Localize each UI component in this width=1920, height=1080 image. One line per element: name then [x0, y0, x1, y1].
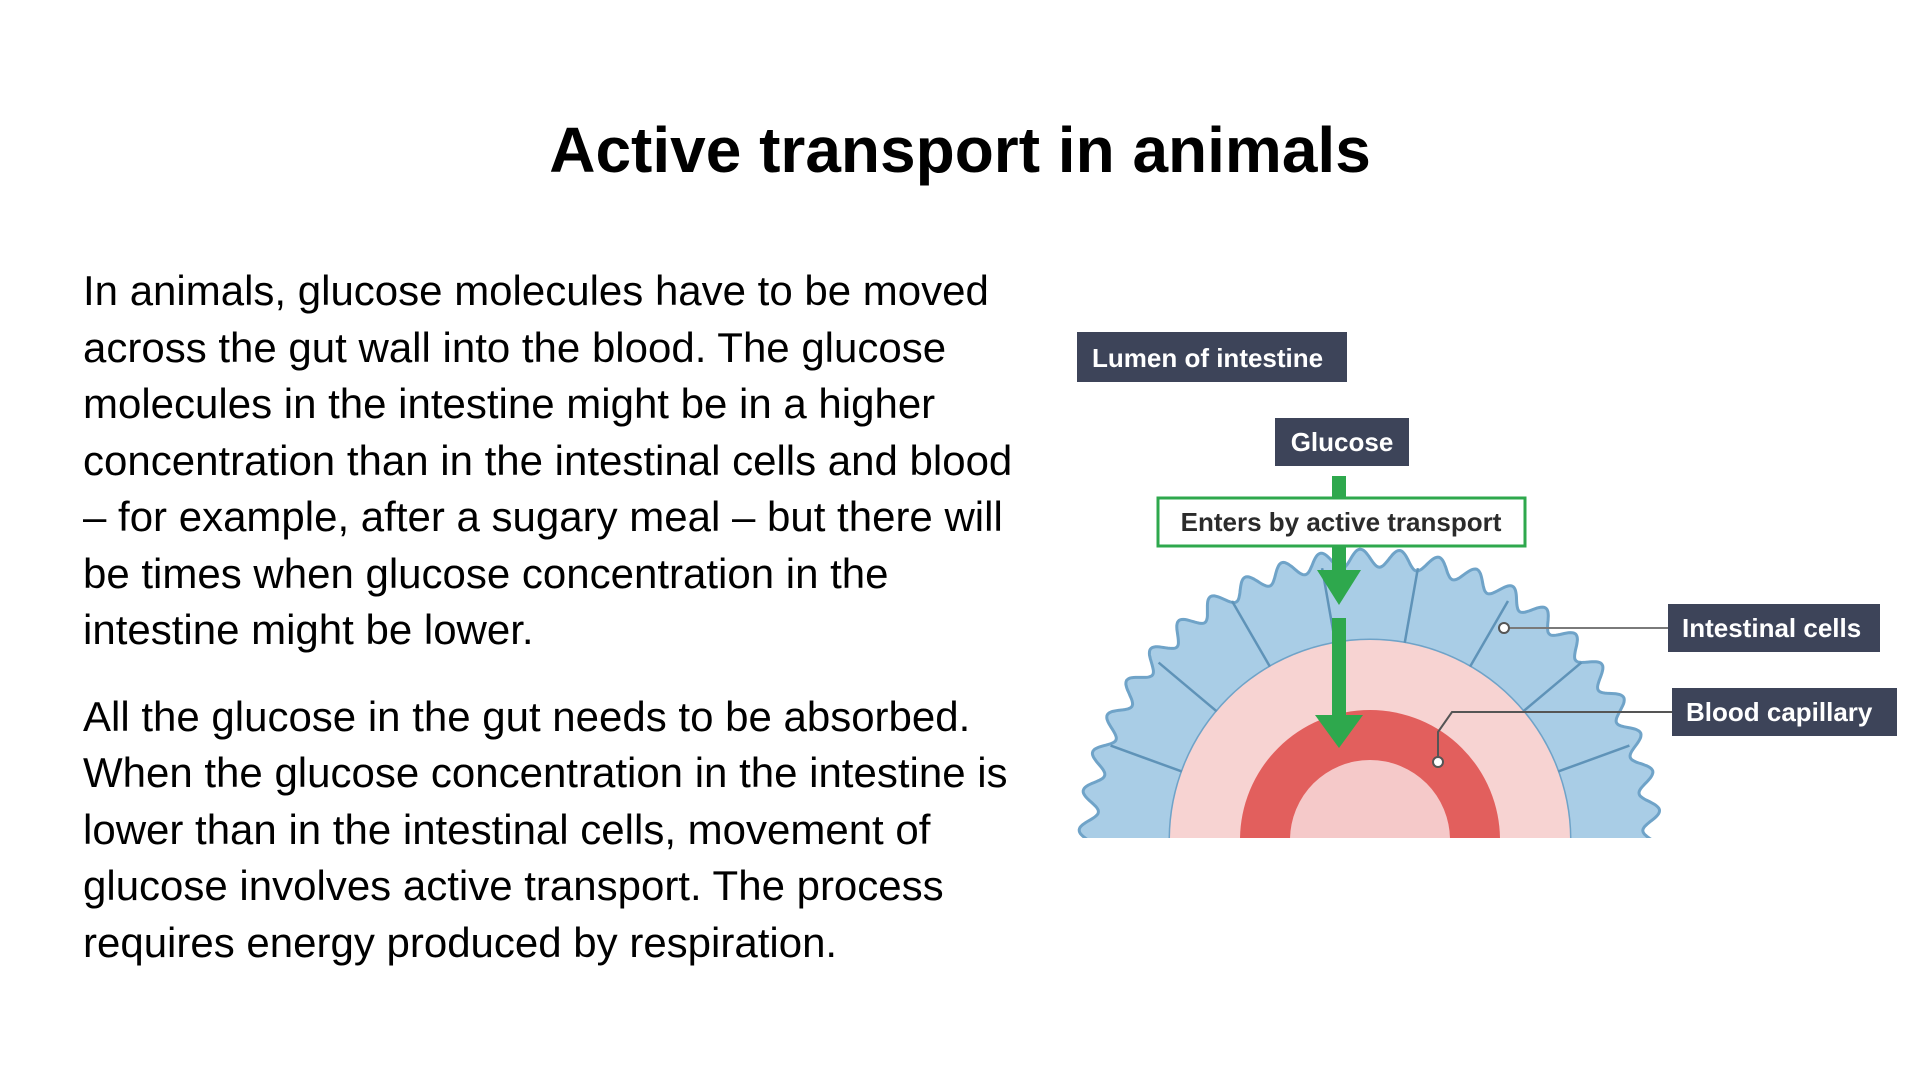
- active-transport-arrow: [1315, 476, 1363, 748]
- cell-divider-line: [1110, 744, 1183, 773]
- intestinal-cells-label: Intestinal cells: [1668, 604, 1880, 652]
- cell-divider-line: [1557, 744, 1630, 773]
- body-text: In animals, glucose molecules have to be…: [83, 263, 1043, 971]
- cell-divider-line: [1403, 567, 1420, 644]
- intestine-diagram-svg: Lumen of intestine Glucose Enters by act…: [1077, 332, 1897, 838]
- cell-divider-line: [1468, 600, 1510, 668]
- blood-capillary-leader: [1432, 711, 1672, 768]
- lumen-label: Lumen of intestine: [1077, 332, 1347, 382]
- blood-capillary-label-text: Blood capillary: [1686, 697, 1873, 727]
- cell-divider-line: [1522, 661, 1583, 713]
- cell-divider-line: [1230, 600, 1272, 668]
- paragraph-1: In animals, glucose molecules have to be…: [83, 267, 1013, 653]
- intestinal-cells-layer: [1077, 547, 1662, 838]
- enters-label: Enters by active transport: [1156, 496, 1527, 548]
- cell-divider-line: [1157, 661, 1218, 713]
- glucose-label-text: Glucose: [1291, 427, 1394, 457]
- enters-label-text: Enters by active transport: [1181, 507, 1502, 537]
- intestine-diagram: Lumen of intestine Glucose Enters by act…: [1060, 320, 1920, 860]
- page-title: Active transport in animals: [549, 114, 1371, 186]
- blood-capillary-label: Blood capillary: [1672, 688, 1897, 736]
- intestinal-cells-label-text: Intestinal cells: [1682, 613, 1861, 643]
- intestinal-cells-leader: [1498, 622, 1668, 634]
- glucose-label: Glucose: [1275, 418, 1409, 466]
- paragraph-2: All the glucose in the gut needs to be a…: [83, 692, 1008, 966]
- lumen-label-text: Lumen of intestine: [1092, 343, 1323, 373]
- blood-capillary-lumen: [1290, 760, 1450, 838]
